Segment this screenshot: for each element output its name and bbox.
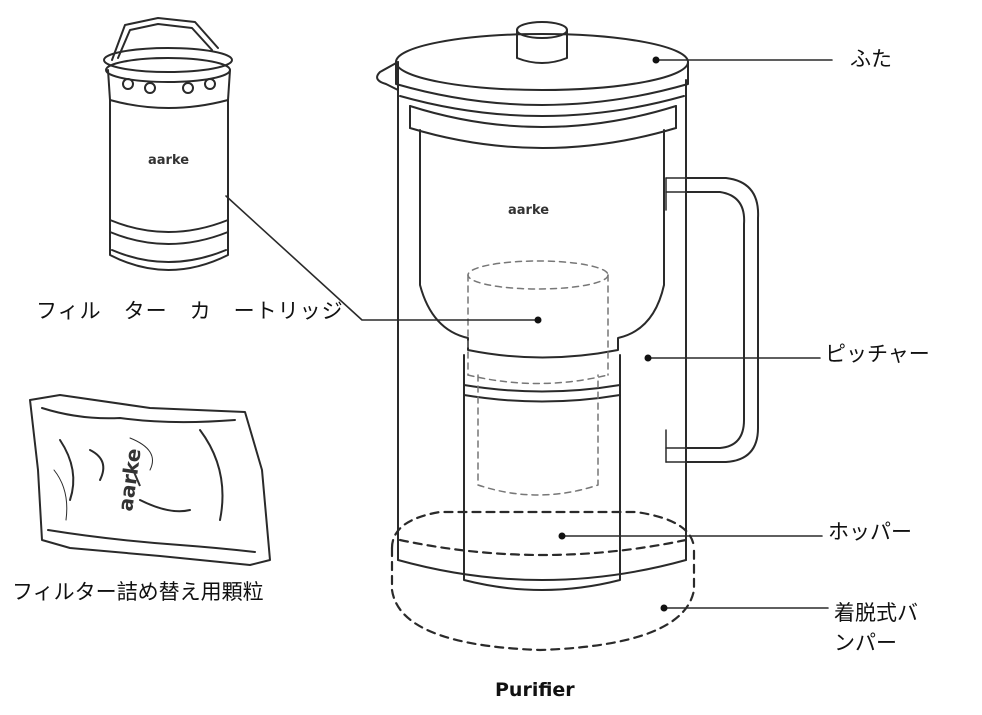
label-pitcher: ピッチャー <box>825 342 930 366</box>
label-lid: ふた <box>850 47 892 71</box>
label-hopper: ホッパー <box>828 520 912 544</box>
bag-brand-text: aarke <box>113 447 146 513</box>
bumper-dashed <box>390 510 696 652</box>
label-filter-refill: フィルター詰め替え用顆粒 <box>12 580 264 604</box>
filter-refill-bag-illustration <box>29 394 271 566</box>
label-bumper-line2: ンパー <box>834 631 897 656</box>
label-removable-bumper: 着脱式バ ンパー <box>834 598 918 659</box>
label-bumper-line1: 着脱式バ <box>834 601 918 625</box>
cartridge-brand-text: aarke <box>148 153 189 168</box>
pitcher-illustration <box>376 21 760 591</box>
diagram-title: Purifier <box>495 679 575 701</box>
hopper-brand-text: aarke <box>508 203 549 218</box>
label-filter-cartridge: フィル ター カ ートリッジ <box>36 299 344 323</box>
leader-lines <box>225 59 833 609</box>
filter-cartridge-illustration <box>103 17 233 271</box>
leader-dots <box>534 56 668 612</box>
cartridge-inside-dashed <box>467 260 609 496</box>
